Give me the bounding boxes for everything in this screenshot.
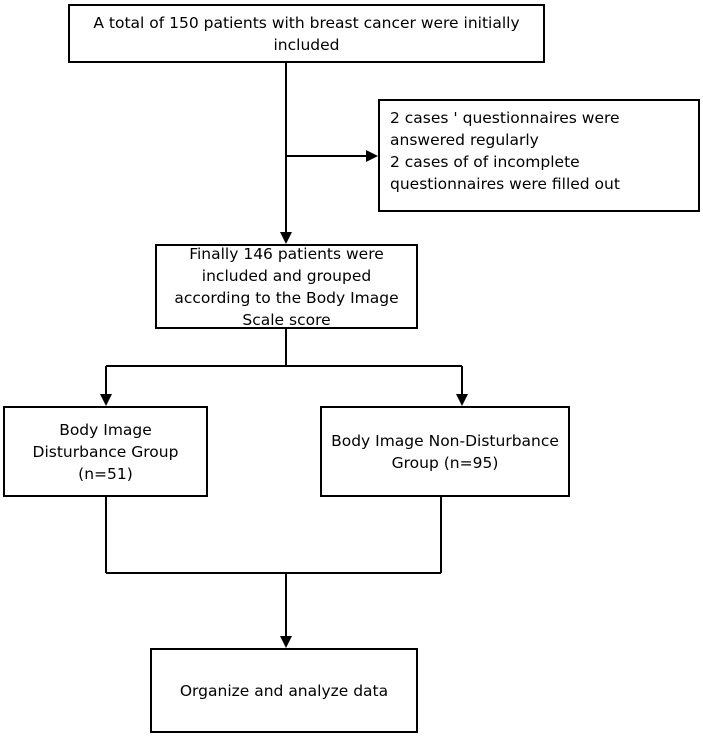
disturbance-box-line-1: Body Image: [59, 420, 152, 439]
arrow-to-included-box: [280, 232, 292, 244]
exclusion-box-line-1: 2 cases ' questionnaires were: [390, 109, 620, 127]
included-box-line-4: Scale score: [242, 310, 331, 329]
disturbance-box-line-3: (n=51): [78, 464, 133, 483]
arrow-to-disturbance-box: [100, 394, 112, 406]
final-box-line-1: Organize and analyze data: [179, 681, 389, 700]
disturbance-group-box: Body Image Disturbance Group (n=51): [3, 406, 208, 497]
analyze-data-box: Organize and analyze data: [150, 648, 418, 733]
disturbance-box-line-2: Disturbance Group: [32, 442, 179, 461]
included-box-line-2: included and grouped: [201, 266, 372, 285]
arrow-to-exclusion-box: [366, 150, 378, 162]
initial-patients-box: A total of 150 patients with breast canc…: [68, 4, 545, 63]
non-disturbance-box-line-2: Group (n=95): [391, 453, 499, 472]
arrow-to-final-box: [280, 636, 292, 648]
exclusion-box-line-4: questionnaires were filled out: [390, 175, 620, 193]
included-box-line-3: according to the Body Image: [174, 288, 399, 307]
non-disturbance-box-line-1: Body Image Non-Disturbance: [331, 431, 559, 450]
arrow-to-non-disturbance-box: [456, 394, 468, 406]
initial-box-line-2: included: [273, 35, 340, 54]
included-patients-box: Finally 146 patients were included and g…: [155, 244, 418, 329]
exclusion-box-line-2: answered regularly: [390, 131, 539, 149]
non-disturbance-group-box: Body Image Non-Disturbance Group (n=95): [320, 406, 570, 497]
initial-box-line-1: A total of 150 patients with breast canc…: [93, 13, 520, 32]
exclusion-box: 2 cases ' questionnaires were answered r…: [378, 99, 700, 212]
exclusion-box-line-3: 2 cases of of incomplete: [390, 153, 580, 171]
included-box-line-1: Finally 146 patients were: [189, 244, 384, 263]
